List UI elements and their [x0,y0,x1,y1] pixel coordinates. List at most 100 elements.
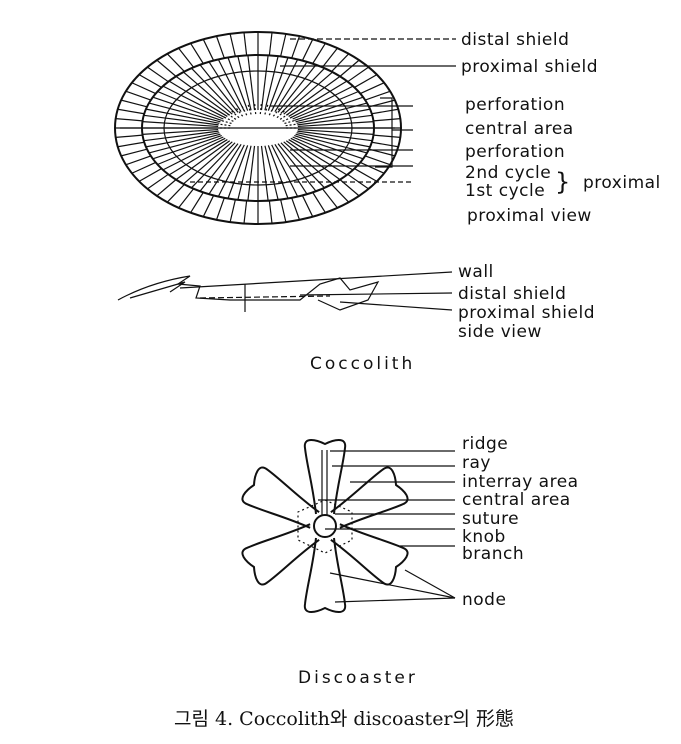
shield-element [268,32,273,56]
shield-element [230,109,240,119]
label-suture: suture [462,509,519,529]
shield-element [183,141,233,185]
label-node: node [462,590,506,610]
shield-element [271,144,299,197]
shield-element [291,35,301,59]
shield-element [117,108,145,115]
shield-element [347,66,369,83]
shield-element [364,155,391,166]
shield-element [243,32,248,56]
shield-element [229,199,236,223]
discoaster-drawing [241,439,409,613]
shield-element [277,143,317,192]
shield-element [191,142,236,189]
shield-element [145,132,220,148]
label-side-proximal-shield: proximal shield [458,303,595,323]
shield-element [268,105,275,116]
shield-element [208,143,242,195]
shield-element [202,39,215,61]
shield-element [227,57,249,111]
discoaster-ray [330,466,409,529]
discoaster-ray [303,537,347,613]
shield-element [226,112,237,120]
shield-element [292,136,359,166]
shield-element [267,145,289,199]
shield-element [260,145,269,201]
shield-element [217,144,245,197]
shield-element [215,197,225,221]
shield-element [175,140,231,181]
label-2nd-cycle: 2nd cycle [465,163,551,183]
shield-element [331,53,350,72]
shield-element [296,132,371,148]
label-ridge: ridge [462,434,508,454]
shield-element [145,108,220,124]
shield-element [291,197,301,221]
shield-element [199,143,239,192]
label-proximal-view: proximal view [467,206,592,226]
shield-element [292,90,359,120]
shield-element [190,43,204,64]
shield-element [271,59,299,112]
shield-element [297,128,374,135]
shield-element [148,102,221,123]
shield-element [285,140,341,181]
shield-element [191,67,236,114]
shield-element [288,80,348,117]
shield-element [354,168,378,182]
shield-element [178,188,195,209]
shield-element [280,142,325,189]
shield-element [156,59,177,77]
coccolith-proximal-view-drawing [114,31,402,225]
shield-element [331,184,350,203]
label-knob: knob [462,527,506,547]
shield-element [268,200,273,224]
shield-element [202,195,215,217]
label-side-distal-shield: distal shield [458,284,566,304]
shield-element [220,119,232,125]
shield-element [371,108,399,115]
label-central-area-discoaster: central area [462,490,571,510]
shield-element [235,107,244,117]
shield-element [125,90,152,101]
discoaster-ray [330,523,409,586]
shield-element [243,200,248,224]
shield-element [280,33,287,57]
shield-element [312,192,326,213]
shield-element [279,112,290,120]
shield-element [121,148,148,157]
shield-element [152,135,222,160]
label-side-view: side view [458,322,542,342]
shield-element [199,64,239,113]
shield-element [237,55,252,111]
shield-element [321,188,338,209]
shield-element [373,134,401,139]
label-ray: ray [462,453,491,473]
shield-element [297,114,373,126]
discoaster-ray [241,523,320,586]
shield-element [282,116,294,122]
shield-element [190,192,204,213]
shield-element [117,141,145,148]
shield-element [277,64,317,113]
proximal-view-leader-lines: } [190,38,570,196]
shield-element [285,123,298,127]
shield-element [301,39,314,61]
shield-element [264,145,279,201]
label-interray-area: interray area [462,472,579,492]
figure-caption: 그림 4. Coccolith와 discoaster의 形態 [174,708,514,730]
shield-element [142,128,219,135]
shield-element [131,82,156,95]
shield-element [131,161,156,174]
shield-element [115,117,143,122]
shield-element [175,75,231,116]
shield-element [360,82,385,95]
shield-element [290,137,354,171]
shield-element [217,59,245,112]
shield-element [321,47,338,68]
label-perforation-top: perforation [465,95,565,115]
shield-element [264,104,269,115]
shield-element [162,137,226,171]
shield-element [283,141,333,185]
label-wall: wall [458,262,494,282]
